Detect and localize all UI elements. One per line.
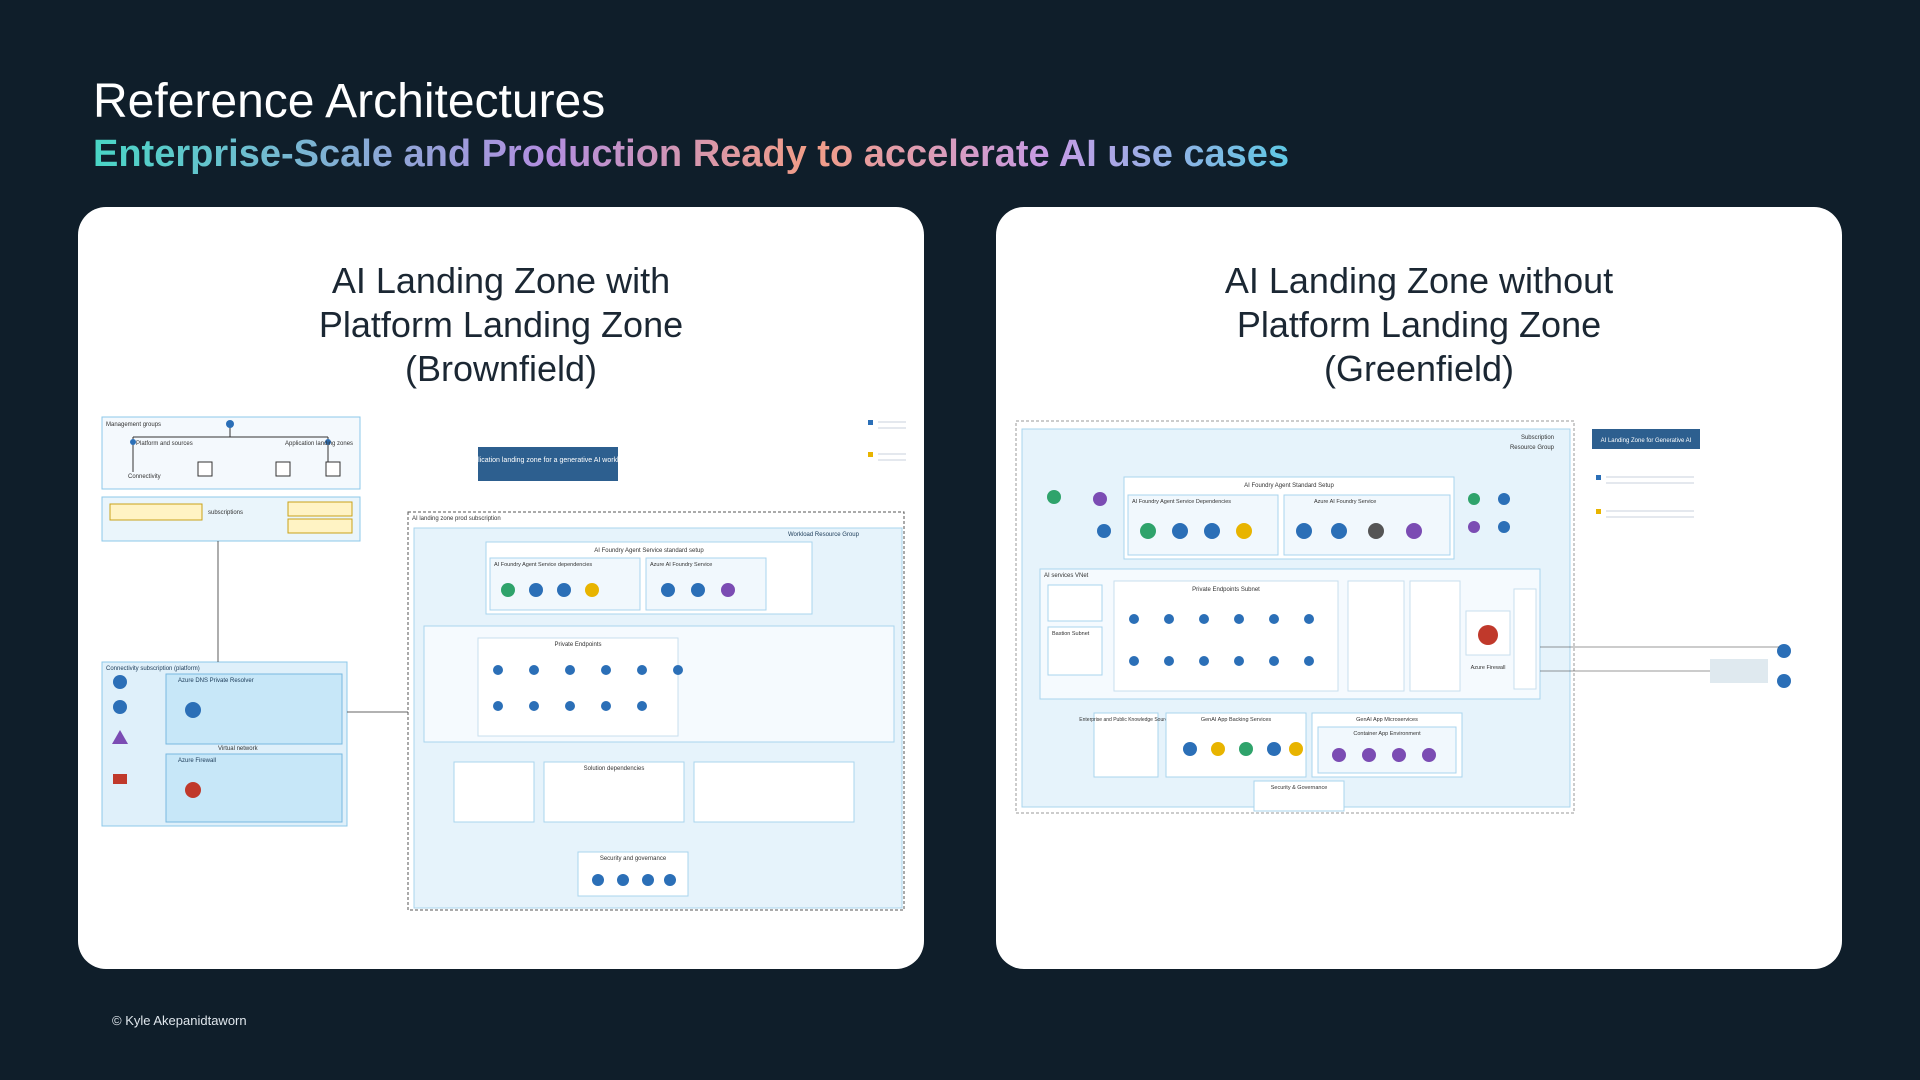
svg-text:AI landing zone prod subscript: AI landing zone prod subscription [412,516,501,522]
card-title: AI Landing Zone with Platform Landing Zo… [318,260,684,389]
svg-text:Platform and sources: Platform and sources [136,441,193,447]
greenfield-architecture-diagram: Subscription Resource Group AI Landing Z… [1015,420,1791,814]
svg-text:Connectivity subscription (pla: Connectivity subscription (platform) [106,666,200,672]
svg-text:Enterprise and Public Knowledg: Enterprise and Public Knowledge Sources [1079,717,1173,723]
svg-text:Private Endpoints: Private Endpoints [554,642,601,648]
app-lz-callout: Application landing zone for a generativ… [466,457,631,464]
svg-text:AI Foundry Agent Service stand: AI Foundry Agent Service standard setup [594,548,704,554]
svg-text:GenAI App Microservices: GenAI App Microservices [1356,717,1418,723]
brownfield-card[interactable]: AI Landing Zone with Platform Landing Zo… [78,207,924,969]
svg-text:Azure AI Foundry Service: Azure AI Foundry Service [650,562,712,568]
page-subtitle: Enterprise-Scale and Production Ready to… [93,133,1290,175]
svg-text:Bastion Subnet: Bastion Subnet [1052,631,1090,637]
page-title: Reference Architectures [93,75,606,128]
svg-text:AI Foundry Agent Service depen: AI Foundry Agent Service dependencies [494,562,592,568]
svg-text:AI services VNet: AI services VNet [1044,573,1089,579]
svg-text:GenAI App Backing Services: GenAI App Backing Services [1201,717,1272,723]
svg-text:Workload Resource Group: Workload Resource Group [788,532,860,538]
svg-text:Azure Firewall: Azure Firewall [1471,665,1506,671]
svg-text:Virtual network: Virtual network [218,746,259,752]
copyright-footer: © Kyle Akepanidtaworn [112,1013,247,1028]
card-title: AI Landing Zone without Platform Landing… [1224,260,1614,389]
svg-text:Application landing zones: Application landing zones [285,441,353,447]
svg-text:Azure DNS Private Resolver: Azure DNS Private Resolver [178,678,254,684]
brownfield-architecture-diagram: Management groups Platform and sources A… [101,416,906,911]
svg-text:Subscription: Subscription [1521,435,1554,441]
svg-text:Connectivity: Connectivity [128,474,161,480]
svg-text:Container App Environment: Container App Environment [1353,731,1421,737]
greenfield-card[interactable]: AI Landing Zone without Platform Landing… [996,207,1842,969]
svg-text:Resource Group: Resource Group [1510,445,1555,451]
svg-text:Azure AI Foundry Service: Azure AI Foundry Service [1314,499,1376,505]
svg-text:AI Foundry Agent Service Depen: AI Foundry Agent Service Dependencies [1132,499,1231,505]
greenfield-callout: AI Landing Zone for Generative AI [1601,438,1692,444]
svg-text:AI Foundry Agent Standard Setu: AI Foundry Agent Standard Setup [1244,483,1334,489]
svg-text:Solution dependencies: Solution dependencies [584,766,645,772]
svg-text:Security & Governance: Security & Governance [1271,785,1328,791]
svg-text:subscriptions: subscriptions [208,510,243,516]
svg-text:Security and governance: Security and governance [600,856,667,862]
svg-text:Azure Firewall: Azure Firewall [178,758,216,764]
mgmt-groups-label: Management groups [106,422,161,428]
svg-text:Private Endpoints Subnet: Private Endpoints Subnet [1192,587,1260,593]
